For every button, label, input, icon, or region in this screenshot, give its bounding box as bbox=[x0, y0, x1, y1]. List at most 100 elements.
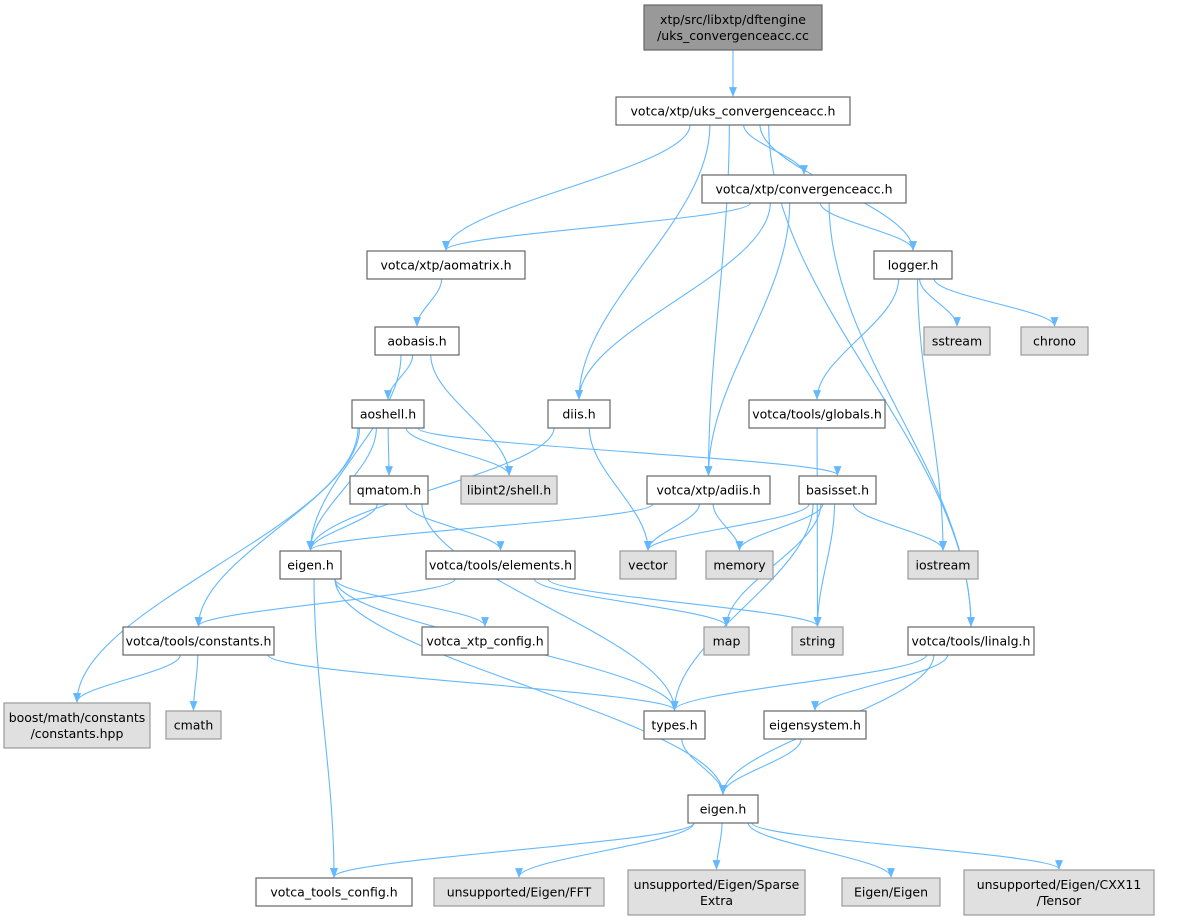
edge-eigen1-to-eigen2 bbox=[334, 578, 727, 795]
edge-adiis-to-memory bbox=[712, 503, 744, 551]
node-box bbox=[763, 710, 867, 740]
node-label: vector bbox=[628, 558, 669, 573]
node-elements[interactable]: votca/tools/elements.h bbox=[425, 550, 576, 580]
node-label: diis.h bbox=[562, 407, 595, 422]
node-box bbox=[687, 794, 759, 824]
node-qmatom[interactable]: qmatom.h bbox=[349, 475, 429, 505]
node-string: string bbox=[791, 626, 844, 656]
node-label: votca_xtp_config.h bbox=[426, 634, 543, 649]
node-label: aoshell.h bbox=[360, 407, 416, 422]
node-box bbox=[873, 250, 953, 280]
node-globals[interactable]: votca/tools/globals.h bbox=[748, 399, 886, 429]
node-toolsconfig[interactable]: votca_tools_config.h bbox=[255, 877, 413, 907]
node-libint2: libint2/shell.h bbox=[460, 475, 558, 505]
node-aomatrix[interactable]: votca/xtp/aomatrix.h bbox=[366, 250, 526, 280]
node-box bbox=[643, 710, 706, 740]
edge-diis-to-eigen1 bbox=[306, 427, 555, 551]
node-box bbox=[425, 550, 576, 580]
node-chrono: chrono bbox=[1020, 326, 1089, 356]
edge-uks-to-diis bbox=[575, 124, 711, 400]
node-xtpconfig[interactable]: votca_xtp_config.h bbox=[421, 626, 549, 656]
edge-qmatom-to-types bbox=[421, 503, 679, 711]
node-uks[interactable]: votca/xtp/uks_convergenceacc.h bbox=[615, 96, 851, 126]
edge-basisset-to-map bbox=[722, 503, 822, 627]
edge-logger-to-sstream bbox=[919, 278, 961, 327]
edge-constants-to-boost bbox=[73, 654, 181, 703]
node-box bbox=[791, 626, 844, 656]
node-box bbox=[798, 475, 877, 505]
edge-aobasis-to-aoshell bbox=[384, 354, 414, 400]
node-label: votca/xtp/aomatrix.h bbox=[380, 258, 511, 273]
edge-aobasis-to-libint2 bbox=[430, 354, 513, 476]
node-logger[interactable]: logger.h bbox=[873, 250, 953, 280]
node-box bbox=[701, 174, 907, 204]
node-label: chrono bbox=[1033, 334, 1076, 349]
node-root[interactable]: xtp/src/libxtp/dftengine/uks_convergence… bbox=[643, 4, 823, 51]
node-label: string bbox=[800, 634, 836, 649]
node-label: votca/tools/constants.h bbox=[126, 634, 272, 649]
node-label: /uks_convergenceacc.cc bbox=[657, 28, 809, 43]
node-linalg[interactable]: votca/tools/linalg.h bbox=[907, 626, 1035, 656]
edge-uks-to-aomatrix bbox=[442, 124, 691, 251]
node-conv[interactable]: votca/xtp/convergenceacc.h bbox=[701, 174, 907, 204]
node-aobasis[interactable]: aobasis.h bbox=[374, 326, 460, 356]
node-box bbox=[165, 710, 222, 740]
node-eigen2[interactable]: eigen.h bbox=[687, 794, 759, 824]
node-label: votca/tools/globals.h bbox=[752, 407, 882, 422]
edge-constants-to-types bbox=[267, 654, 679, 711]
node-label: boost/math/constants bbox=[9, 710, 146, 725]
node-types[interactable]: types.h bbox=[643, 710, 706, 740]
node-box bbox=[907, 550, 979, 580]
node-label: Eigen/Eigen bbox=[854, 885, 928, 900]
edge-basisset-to-iostream bbox=[852, 503, 947, 551]
edge-eigen2-to-toolsconfig bbox=[330, 822, 695, 878]
edge-logger-to-globals bbox=[813, 278, 900, 400]
node-box bbox=[615, 96, 851, 126]
edge-conv-to-diis bbox=[575, 202, 771, 400]
edge-constants-to-cmath bbox=[189, 654, 199, 711]
node-box bbox=[279, 550, 342, 580]
node-fft: unsupported/Eigen/FFT bbox=[433, 877, 605, 907]
edge-basisset-to-vector bbox=[644, 503, 810, 551]
node-adiis[interactable]: votca/xtp/adiis.h bbox=[646, 475, 771, 505]
edge-conv-to-adiis bbox=[704, 202, 791, 476]
node-label: libint2/shell.h bbox=[467, 483, 551, 498]
edge-elements-to-constants bbox=[194, 578, 456, 627]
edge-conv-to-logger bbox=[819, 202, 917, 251]
node-iostream: iostream bbox=[907, 550, 979, 580]
edge-elements-to-string bbox=[547, 578, 822, 627]
node-label: unsupported/Eigen/Sparse bbox=[634, 877, 800, 892]
node-boost: boost/math/constants/constants.hpp bbox=[3, 702, 151, 749]
node-eigen1[interactable]: eigen.h bbox=[279, 550, 342, 580]
edge-basisset-to-memory bbox=[735, 503, 824, 551]
node-sstream: sstream bbox=[923, 326, 991, 356]
node-aoshell[interactable]: aoshell.h bbox=[351, 399, 425, 429]
node-box bbox=[255, 877, 413, 907]
node-box bbox=[963, 869, 1155, 916]
node-eigensystem[interactable]: eigensystem.h bbox=[763, 710, 867, 740]
node-constants[interactable]: votca/tools/constants.h bbox=[122, 626, 275, 656]
edge-qmatom-to-eigen1 bbox=[306, 503, 378, 551]
edge-aoshell-to-eigen1 bbox=[306, 427, 377, 551]
node-label: xtp/src/libxtp/dftengine bbox=[660, 12, 806, 27]
node-box bbox=[366, 250, 526, 280]
node-label: memory bbox=[713, 558, 766, 573]
edge-linalg-to-types bbox=[670, 654, 928, 711]
edge-eigen1-to-toolsconfig bbox=[313, 578, 338, 878]
node-label: /Tensor bbox=[1037, 893, 1082, 908]
node-basisset[interactable]: basisset.h bbox=[798, 475, 877, 505]
node-box bbox=[433, 877, 605, 907]
node-box bbox=[705, 550, 774, 580]
node-label: basisset.h bbox=[806, 483, 869, 498]
node-label: eigensystem.h bbox=[769, 718, 861, 733]
node-label: votca/tools/linalg.h bbox=[912, 634, 1031, 649]
node-label: votca_tools_config.h bbox=[270, 885, 397, 900]
edge-eigen2-to-sparse bbox=[712, 822, 723, 870]
node-label: Extra bbox=[700, 893, 733, 908]
node-label: iostream bbox=[916, 558, 971, 573]
node-vector: vector bbox=[619, 550, 677, 580]
node-diis[interactable]: diis.h bbox=[547, 399, 611, 429]
node-box bbox=[460, 475, 558, 505]
edge-types-to-eigen2 bbox=[681, 738, 727, 795]
node-box bbox=[643, 4, 823, 51]
